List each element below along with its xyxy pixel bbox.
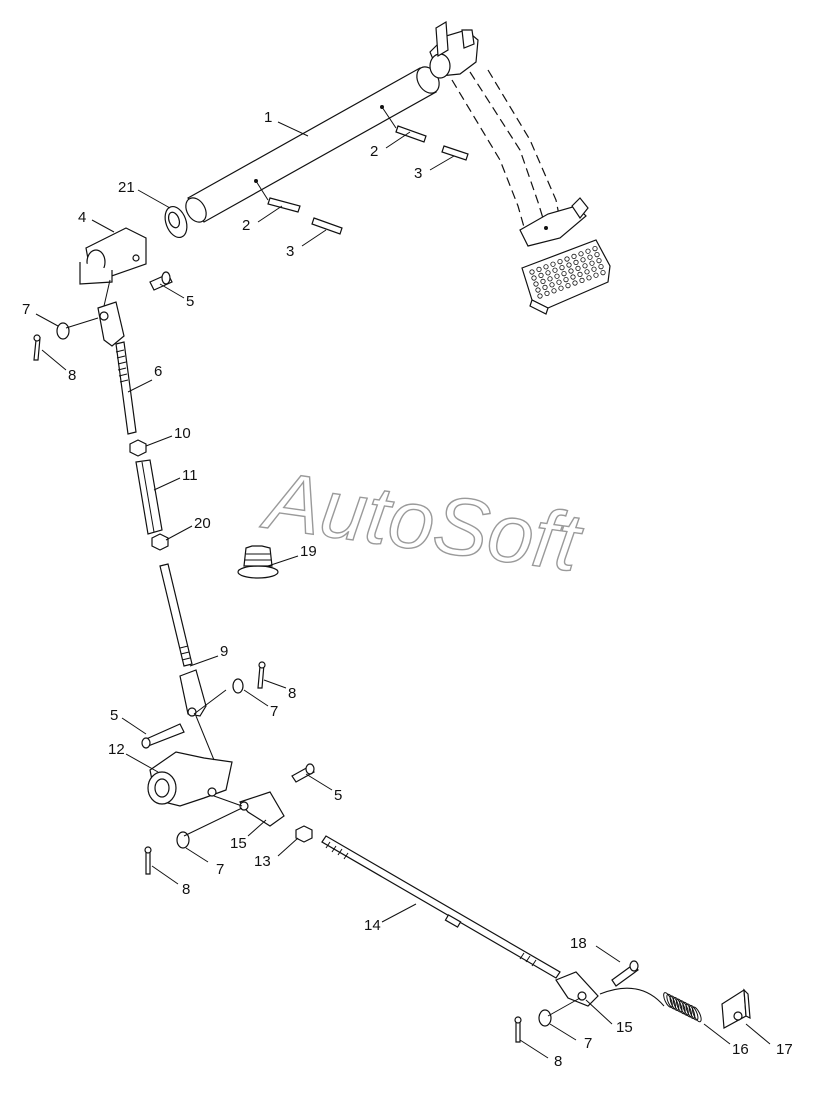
pin-upper-3: [441, 145, 469, 161]
part-label: 3: [286, 243, 294, 260]
part-label: 8: [288, 685, 296, 702]
part-label: 9: [220, 643, 228, 660]
nut-lower: [151, 533, 169, 551]
pin-lower-2: [267, 197, 301, 213]
part-label: 14: [364, 917, 381, 934]
part-label: 6: [154, 363, 162, 380]
rubber-boot: [237, 545, 279, 579]
cotter-pin-lower-left: [144, 846, 152, 875]
part-label: 8: [68, 367, 76, 384]
part-label: 15: [230, 835, 247, 852]
part-label: 12: [108, 741, 125, 758]
part-label: 18: [570, 935, 587, 952]
part-label: 8: [554, 1053, 562, 1070]
part-label: 10: [174, 425, 191, 442]
part-label: 17: [776, 1041, 793, 1058]
threaded-rod-upper: [115, 341, 137, 435]
nut-upper: [129, 439, 147, 457]
part-label: 16: [732, 1041, 749, 1058]
part-label: 8: [182, 881, 190, 898]
part-label: 5: [186, 293, 194, 310]
clevis-pin-rear: [611, 960, 639, 987]
brake-rod: [321, 835, 561, 979]
part-label: 11: [182, 467, 198, 484]
turnbuckle: [135, 459, 163, 535]
pin-upper-2: [395, 125, 427, 143]
washer-rear: [538, 1009, 552, 1027]
nut-rod: [295, 825, 313, 843]
part-label: 20: [194, 515, 211, 532]
part-label: 21: [118, 179, 135, 196]
cotter-pin-mid: [257, 661, 266, 689]
brake-pedal-pad: [521, 239, 611, 315]
washer-upper: [56, 322, 70, 340]
cotter-pin-upper: [33, 334, 41, 361]
pin-lower-3: [311, 217, 343, 235]
washer-mid: [232, 678, 244, 694]
lower-clevis: [179, 669, 207, 717]
part-label: 19: [300, 543, 317, 560]
cross-shaft: [185, 66, 440, 223]
part-label: 15: [616, 1019, 633, 1036]
part-label: 7: [216, 861, 224, 878]
threaded-rod-lower: [159, 563, 193, 667]
brake-lever: [147, 715, 233, 807]
part-label: 2: [370, 143, 378, 160]
upper-clevis: [97, 301, 125, 347]
pedal-bracket: [429, 20, 479, 79]
part-labels: 1 2 3 2 3 21 4 5 7 8 6 10 11 20 19 9 8 7…: [22, 109, 793, 1070]
part-label: 4: [78, 209, 86, 226]
part-label: 7: [22, 301, 30, 318]
clevis-pin-upper: [149, 271, 173, 291]
part-label: 7: [270, 703, 278, 720]
part-label: 7: [584, 1035, 592, 1052]
brake-pedal-arm: [451, 69, 589, 247]
return-spring: [599, 987, 702, 1023]
part-label: 5: [334, 787, 342, 804]
part-label: 3: [414, 165, 422, 182]
washer-lower-left: [176, 831, 190, 849]
clevis-rear: [555, 971, 599, 1007]
clevis-pin-mid: [141, 723, 185, 749]
part-label: 5: [110, 707, 118, 724]
part-label: 2: [242, 217, 250, 234]
watermark: AutoSoft: [256, 454, 588, 589]
cotter-pin-rear: [514, 1016, 522, 1043]
part-label: 1: [264, 109, 272, 126]
spring-bracket: [721, 988, 751, 1029]
leader-lines: [35, 121, 771, 1059]
bushing: [164, 205, 188, 239]
clevis-lower-front: [238, 791, 285, 827]
part-label: 13: [254, 853, 271, 870]
clevis-pin-lower: [291, 763, 315, 783]
lever-hub: [79, 227, 147, 285]
